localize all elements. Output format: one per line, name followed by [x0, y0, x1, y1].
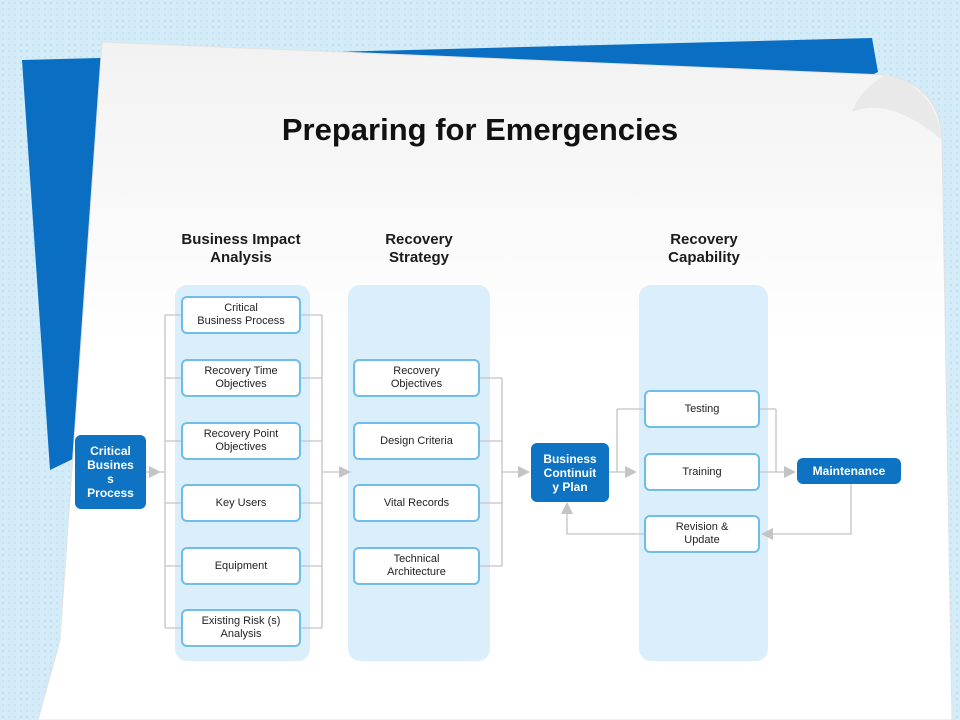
node-label: Recovery Point Objectives	[203, 428, 279, 453]
node-label: Technical Architecture	[387, 553, 446, 578]
node-label: Key Users	[215, 496, 267, 509]
panel-recovery-strategy	[348, 285, 490, 661]
node-label: Critical Busines s Process	[87, 444, 134, 500]
node-bia-recovery-time-objectives[interactable]: Recovery Time Objectives	[181, 359, 301, 397]
node-strategy-recovery-objectives[interactable]: Recovery Objectives	[353, 359, 480, 397]
node-strategy-technical-architecture[interactable]: Technical Architecture	[353, 547, 480, 585]
node-business-continuity-plan[interactable]: Business Continuit y Plan	[531, 443, 609, 502]
node-bia-recovery-point-objectives[interactable]: Recovery Point Objectives	[181, 422, 301, 460]
column-heading-text: Recovery Capability	[668, 231, 740, 266]
node-label: Design Criteria	[380, 434, 453, 447]
node-label: Recovery Time Objectives	[204, 365, 278, 390]
node-label: Maintenance	[812, 464, 886, 478]
node-capability-training[interactable]: Training	[644, 453, 760, 491]
node-capability-testing[interactable]: Testing	[644, 390, 760, 428]
node-label: Vital Records	[383, 496, 450, 509]
node-maintenance[interactable]: Maintenance	[797, 458, 901, 484]
node-label: Training	[682, 465, 722, 478]
node-capability-revision-update[interactable]: Revision & Update	[644, 515, 760, 553]
node-bia-critical-business-process[interactable]: Critical Business Process	[181, 296, 301, 334]
node-label: Testing	[684, 402, 720, 415]
node-label: Revision & Update	[675, 521, 729, 546]
column-heading-recovery-capability: Recovery Capability	[630, 231, 778, 267]
column-heading-text: Business Impact Analysis	[181, 231, 301, 266]
page-title: Preparing for Emergencies	[281, 112, 679, 147]
node-label: Critical Business Process	[197, 302, 285, 327]
node-label: Business Continuit y Plan	[543, 451, 597, 494]
column-heading-text: Recovery Strategy	[385, 231, 453, 266]
node-label: Existing Risk (s) Analysis	[201, 615, 281, 640]
paper-curl	[852, 75, 942, 140]
node-label: Recovery Objectives	[390, 365, 443, 390]
node-strategy-vital-records[interactable]: Vital Records	[353, 484, 480, 522]
column-heading-business-impact-analysis: Business Impact Analysis	[165, 231, 317, 267]
column-heading-recovery-strategy: Recovery Strategy	[345, 231, 493, 267]
panel-business-impact-analysis	[175, 285, 310, 661]
node-bia-existing-risk-analysis[interactable]: Existing Risk (s) Analysis	[181, 609, 301, 647]
node-bia-key-users[interactable]: Key Users	[181, 484, 301, 522]
node-label: Equipment	[214, 559, 268, 572]
node-critical-business-process-input[interactable]: Critical Busines s Process	[75, 435, 146, 509]
node-strategy-design-criteria[interactable]: Design Criteria	[353, 422, 480, 460]
node-bia-equipment[interactable]: Equipment	[181, 547, 301, 585]
